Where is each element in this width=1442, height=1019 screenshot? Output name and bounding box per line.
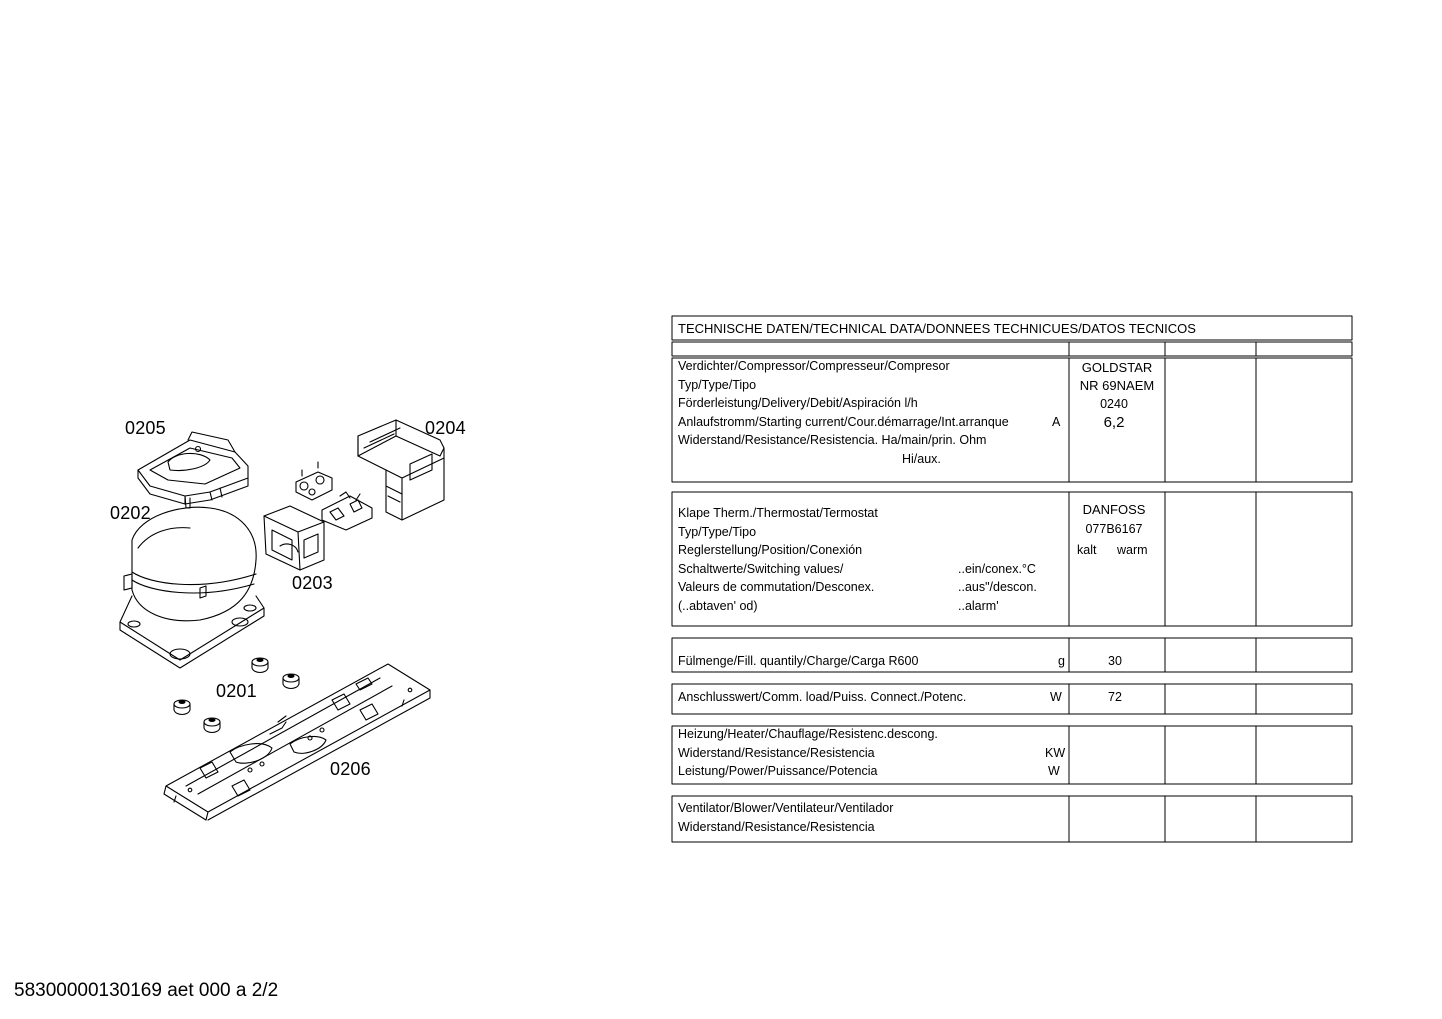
part-0203-terminal-cover xyxy=(263,505,325,571)
part-0205-cover xyxy=(137,431,249,509)
commutation-values-label: Valeurs de commutation/Desconex. xyxy=(678,580,875,594)
heater-power-label: Leistung/Power/Puissance/Potencia xyxy=(678,764,878,778)
fill-label: Fülmenge/Fill. quantily/Charge/Carga R60… xyxy=(678,654,919,668)
table-title: TECHNISCHE DATEN/TECHNICAL DATA/DONNEES … xyxy=(678,321,1196,336)
callout-0202: 0202 xyxy=(110,503,151,523)
callout-0206: 0206 xyxy=(330,759,371,779)
compressor-brand: GOLDSTAR xyxy=(1081,360,1153,375)
compressor-label: Verdichter/Compressor/Compresseur/Compre… xyxy=(678,359,950,373)
table-grid xyxy=(671,315,1353,843)
part-relay-terminals xyxy=(295,461,373,531)
load-label: Anschlusswert/Comm. load/Puiss. Connect.… xyxy=(678,690,967,704)
callout-0203: 0203 xyxy=(292,573,333,593)
part-0204-relay-box xyxy=(357,419,445,521)
alarm-label: ..alarm' xyxy=(958,599,999,613)
resistance-main-label: Widerstand/Resistance/Resistencia. Ha/ma… xyxy=(678,433,987,447)
compressor-type-label: Typ/Type/Tipo xyxy=(678,378,757,392)
starting-current-label: Anlaufstromm/Starting current/Cour.démar… xyxy=(678,415,1009,429)
load-unit: W xyxy=(1050,690,1062,704)
heater-label: Heizung/Heater/Chauflage/Resistenc.desco… xyxy=(678,727,938,741)
abtaven-label: (..abtaven' od) xyxy=(678,599,758,613)
thermostat-warm: warm xyxy=(1117,543,1148,557)
delivery-label: Förderleistung/Delivery/Debit/Aspiración… xyxy=(678,396,918,410)
part-0206-mounting-plate xyxy=(163,663,431,821)
fill-value: 30 xyxy=(1108,654,1122,668)
thermostat-kalt: kalt xyxy=(1077,543,1097,557)
document-number: 58300000130169 aet 000 a 2/2 xyxy=(14,980,279,1001)
load-value: 72 xyxy=(1108,690,1122,704)
resistance-aux-label: Hi/aux. xyxy=(902,452,941,466)
heater-power-unit: W xyxy=(1048,764,1060,778)
fill-unit: g xyxy=(1058,654,1065,668)
heater-resistance-label: Widerstand/Resistance/Resistencia xyxy=(678,746,875,760)
thermostat-model: 077B6167 xyxy=(1085,522,1143,536)
thermostat-position-label: Reglerstellung/Position/Conexión xyxy=(678,543,863,557)
starting-current-unit: A xyxy=(1052,415,1061,429)
callout-0205: 0205 xyxy=(125,418,166,438)
switch-on-label: ..ein/conex.°C xyxy=(958,562,1036,576)
switching-values-label: Schaltwerte/Switching values/ xyxy=(678,562,844,576)
part-0201-grommets xyxy=(173,657,300,734)
thermostat-label: Klape Therm./Thermostat/Termostat xyxy=(678,506,878,520)
callout-0201: 0201 xyxy=(216,681,257,701)
blower-resistance-label: Widerstand/Resistance/Resistencia xyxy=(678,820,875,834)
blower-label: Ventilator/Blower/Ventilateur/Ventilador xyxy=(678,801,894,815)
thermostat-type-label: Typ/Type/Tipo xyxy=(678,525,757,539)
thermostat-brand: DANFOSS xyxy=(1082,502,1146,517)
callout-0204: 0204 xyxy=(425,418,466,438)
compressor-starting-current: 6,2 xyxy=(1103,414,1125,431)
part-0202-compressor xyxy=(119,506,265,669)
compressor-delivery: 0240 xyxy=(1100,397,1128,411)
compressor-model: NR 69NAEM xyxy=(1079,378,1155,393)
switch-off-label: ..aus"/descon. xyxy=(958,580,1037,594)
heater-resistance-unit: KW xyxy=(1045,746,1066,760)
